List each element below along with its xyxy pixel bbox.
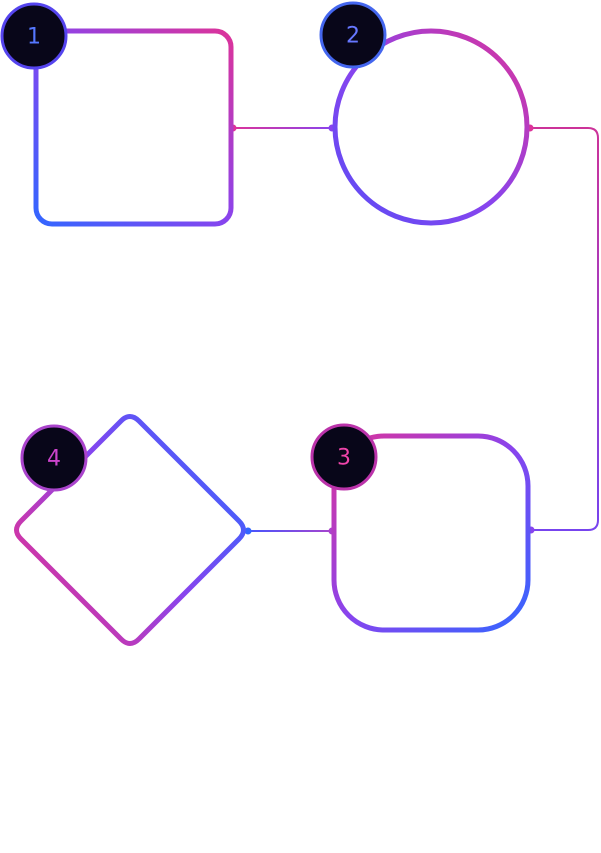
- node-4-diamond: [14, 414, 246, 646]
- badge-1: 1: [0, 2, 68, 70]
- badge-1-label: 1: [27, 25, 41, 50]
- edge-1-2: [229, 124, 336, 132]
- badge-2: 2: [319, 1, 387, 69]
- edge-2-3: [526, 124, 599, 534]
- badge-4-label: 4: [47, 447, 61, 472]
- badge-3-label: 3: [337, 446, 351, 471]
- badge-2-label: 2: [346, 24, 360, 49]
- node-1-square: [33, 28, 234, 227]
- edge-3-4: [244, 527, 336, 535]
- node-2-circle: [332, 28, 530, 226]
- badge-3: 3: [310, 423, 378, 491]
- badge-4: 4: [20, 424, 88, 492]
- node-3-rounded-square: [331, 433, 531, 633]
